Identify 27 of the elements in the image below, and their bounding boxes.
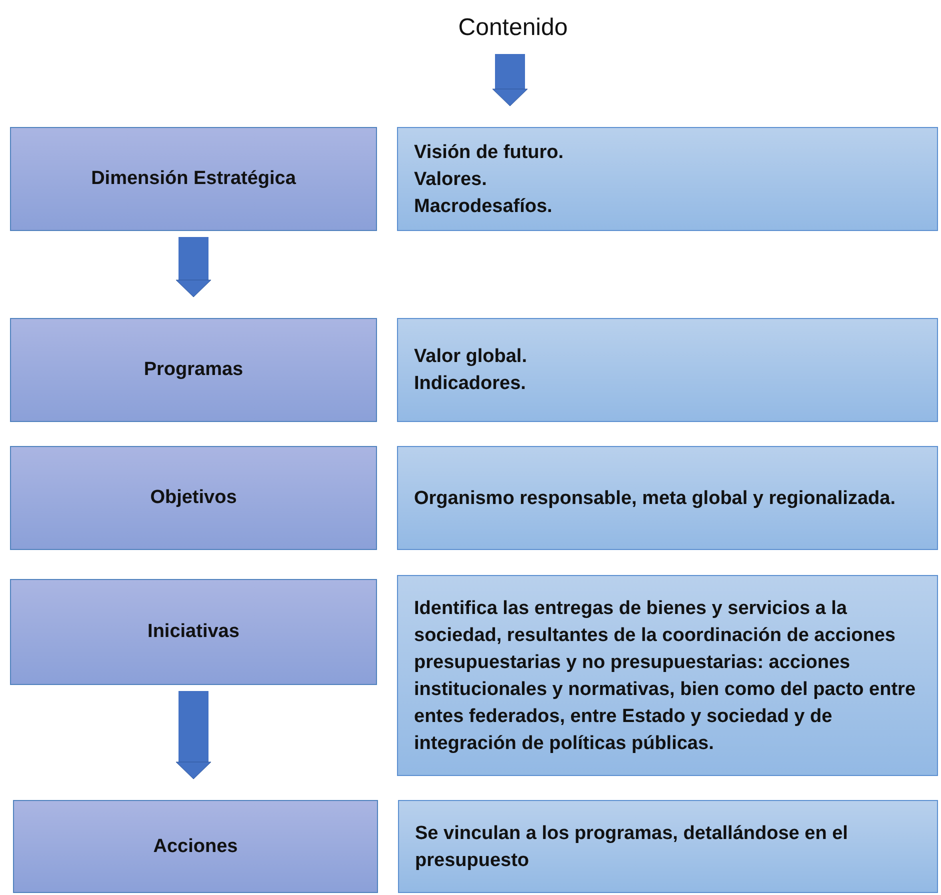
content-box xyxy=(397,318,938,422)
stage-box xyxy=(10,579,377,685)
stage-box xyxy=(13,800,378,893)
content-box xyxy=(398,800,938,893)
stage-box xyxy=(10,318,377,422)
stage-label: Objetivos xyxy=(150,486,237,510)
stage-label: Programas xyxy=(144,358,244,382)
stage-label: Dimensión Estratégica xyxy=(91,167,296,191)
content-text: Valor global. xyxy=(414,345,527,369)
content-box xyxy=(397,446,938,550)
content-text: Macrodesafíos. xyxy=(414,194,552,218)
block-arrow xyxy=(176,691,212,780)
content-text: Visión de futuro. xyxy=(414,140,564,164)
content-text: Indicadores. xyxy=(414,372,526,396)
content-text: Se vinculan a los programas, detallándose en el presupuesto xyxy=(415,822,849,872)
block-arrow xyxy=(492,54,528,106)
content-text: Valores. xyxy=(414,168,487,192)
content-text: Identifica las entregas de bienes y servicios a la sociedad, resultantes de la coordinación de acciones presupuestarias y no presupuestarias: acciones institucionales y normativas, bien como del pacto entre entes federados, entre Estado y sociedad y de integración de políticas públicas. xyxy=(414,596,917,756)
block-arrow xyxy=(176,237,212,298)
stage-box xyxy=(10,446,377,550)
stage-label: Iniciativas xyxy=(148,620,240,644)
stage-box xyxy=(10,127,377,231)
content-box xyxy=(397,127,938,231)
content-box xyxy=(397,575,938,776)
stage-label: Acciones xyxy=(153,834,238,858)
heading-text: Contenido xyxy=(458,14,568,42)
content-text: Organismo responsable, meta global y regionalizada. xyxy=(414,486,896,510)
